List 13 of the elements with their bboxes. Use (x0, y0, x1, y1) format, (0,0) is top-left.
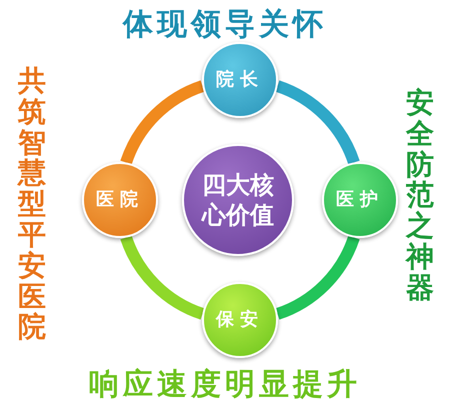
circle-node: 院长 (202, 42, 278, 118)
circle-node: 四大核心价值 (182, 144, 294, 256)
circle-node: 保安 (202, 282, 278, 358)
ring-arc (120, 235, 205, 320)
vertical-slogan: 共筑智慧型平安医院 (16, 66, 47, 344)
ring-arc (275, 235, 360, 320)
title: 体现领导关怀 (121, 6, 328, 44)
ring-arc (120, 80, 205, 165)
circle-node: 医护 (322, 162, 398, 238)
vertical-slogan: 安全防范之神器 (404, 88, 435, 304)
bottom-slogan: 响应速度明显提升 (88, 366, 362, 404)
ring-arc (275, 80, 360, 165)
circle-node: 医院 (82, 162, 158, 238)
